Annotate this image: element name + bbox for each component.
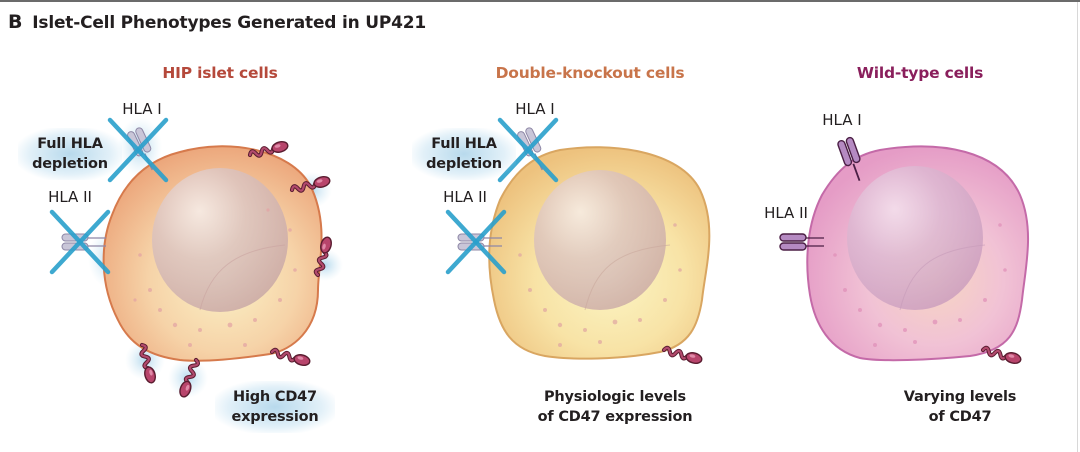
dko-cd47-icon <box>663 345 703 365</box>
dko-nucleus <box>534 170 666 310</box>
wt-cell <box>779 135 1029 365</box>
dko-cell <box>448 120 711 365</box>
panel-title-text: Islet-Cell Phenotypes Generated in UP421 <box>32 13 426 33</box>
hip-hla2-label: HLA II <box>48 188 92 206</box>
dko-hla-note-line: Full HLA <box>431 136 497 152</box>
wt-hla2-label: HLA II <box>764 204 808 222</box>
hip-cd47-note: High CD47 expression <box>215 381 335 433</box>
hip-hla1-label: HLA I <box>122 100 162 118</box>
dko-cd47-note-line: Physiologic levels <box>544 389 686 405</box>
dko-hla1-label: HLA I <box>515 100 555 118</box>
wt-cell-title: Wild-type cells <box>856 64 984 82</box>
figure-title: B Islet-Cell Phenotypes Generated in UP42… <box>8 11 426 33</box>
wt-hla1-label: HLA I <box>822 111 862 129</box>
wt-cd47-note-line: Varying levels <box>903 389 1017 405</box>
hip-cd47-note-line: expression <box>231 409 319 425</box>
dko-cd47-note: Physiologic levels of CD47 expression <box>530 387 700 427</box>
right-border-rule <box>1077 2 1078 452</box>
hip-cd47-icon <box>271 347 311 367</box>
wt-cd47-icon <box>982 345 1022 365</box>
hip-cell <box>52 117 343 398</box>
wt-nucleus <box>847 166 983 310</box>
hip-cd47-note-line: High CD47 <box>233 389 317 405</box>
dko-cell-title: Double-knockout cells <box>495 64 685 82</box>
dko-granules <box>518 223 682 347</box>
hip-hla-note-line: depletion <box>32 156 108 172</box>
panel-letter: B <box>8 11 23 33</box>
hip-hla-depletion-note: Full HLA depletion <box>18 128 122 180</box>
hip-granules <box>133 208 297 347</box>
dko-hla2-label: HLA II <box>443 188 487 206</box>
hip-cell-title: HIP islet cells <box>162 64 278 82</box>
top-border-rule <box>0 0 1080 2</box>
hip-hla-note-line: Full HLA <box>37 136 103 152</box>
hip-nucleus <box>152 168 288 312</box>
dko-cd47-note-line: of CD47 expression <box>537 409 693 425</box>
dko-hla-depletion-note: Full HLA depletion <box>412 128 516 180</box>
wt-cd47-note: Varying levels of CD47 <box>900 387 1020 427</box>
dko-hla-note-line: depletion <box>426 156 502 172</box>
wt-granules <box>833 223 1007 347</box>
wt-cd47-note-line: of CD47 <box>928 409 992 425</box>
